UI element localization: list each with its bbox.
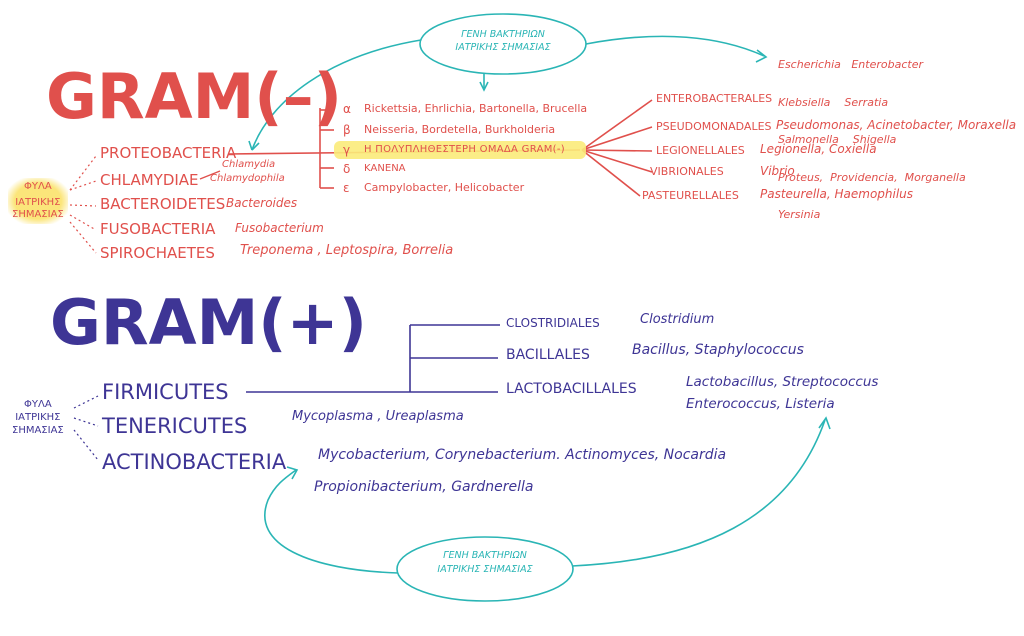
- order-fan: [581, 99, 653, 197]
- order-lactobacillales: LACTOBACILLALES: [506, 381, 637, 397]
- class-alpha-genera: Rickettsia, Ehrlichia, Bartonella, Bruce…: [364, 102, 588, 115]
- order-pseudomonadales: PSEUDOMONADALES: [656, 120, 772, 133]
- top-bubble-line-2: ΙΑΤΡΙΚΗΣ ΣΗΜΑΣΙΑΣ: [455, 42, 551, 53]
- class-delta-symbol: δ: [343, 162, 351, 176]
- phylum-fusobacteria: FUSOBACTERIA: [100, 220, 216, 238]
- order-legionellales: LEGIONELLALES: [656, 144, 745, 157]
- actinobacteria-genera-1: Mycobacterium, Corynebacterium. Actinomy…: [318, 447, 727, 463]
- class-beta-symbol: β: [343, 123, 351, 137]
- vibrionales-genera: Vibrio: [760, 164, 795, 178]
- class-delta-text: ΚΑΝΕΝΑ: [364, 163, 406, 174]
- order-pasteurellales: PASTEURELLALES: [642, 189, 739, 202]
- class-gamma-symbol: γ: [343, 143, 351, 157]
- top-bubble-text: ΓΕΝΗ ΒΑΚΤΗΡΙΩΝ ΙΑΤΡΙΚΗΣ ΣΗΜΑΣΙΑΣ: [440, 28, 566, 54]
- class-alpha-symbol: α: [343, 102, 351, 116]
- chlamydiae-genus-2: Chlamydophila: [210, 173, 285, 184]
- fusobacteria-genera: Fusobacterium: [235, 221, 324, 235]
- top-bubble-line-1: ΓΕΝΗ ΒΑΚΤΗΡΙΩΝ: [461, 29, 545, 40]
- phylum-proteobacteria: PROTEOBACTERIA: [100, 144, 237, 162]
- lactobacillales-genera-2: Enterococcus, Listeria: [686, 396, 835, 412]
- enterobacterales-genera-line-5: Yersinia: [778, 208, 821, 221]
- phyla-label-line-1: ΦΥΛΑ: [24, 181, 52, 192]
- spirochaetes-genera: Treponema , Leptospira, Borrelia: [240, 243, 454, 258]
- chlamydiae-genus-1: Chlamydia: [222, 159, 276, 170]
- clostridiales-genera: Clostridium: [640, 312, 715, 327]
- class-epsilon-symbol: ε: [343, 181, 350, 195]
- bottom-bubble-outline: [396, 536, 574, 602]
- tenericutes-genera: Mycoplasma , Ureaplasma: [292, 409, 464, 424]
- gram-positive-title: GRAM(+): [50, 286, 367, 359]
- phylum-spirochaetes: SPIROCHAETES: [100, 244, 215, 262]
- order-vibrionales: VIBRIONALES: [650, 165, 724, 178]
- gram-positive-phyla-label: ΦΥΛΑ ΙΑΤΡΙΚΗΣ ΣΗΜΑΣΙΑΣ: [12, 398, 64, 437]
- phylum-actinobacteria: ACTINOBACTERIA: [102, 450, 287, 474]
- phyla-label-line-2: ΙΑΤΡΙΚΗΣ: [15, 197, 61, 208]
- bottom-bubble-line-1: ΓΕΝΗ ΒΑΚΤΗΡΙΩΝ: [443, 550, 527, 561]
- order-enterobacterales: ENTEROBACTERALES: [656, 92, 773, 105]
- bottom-bubble-line-2: ΙΑΤΡΙΚΗΣ ΣΗΜΑΣΙΑΣ: [437, 564, 533, 575]
- lactobacillales-genera-1: Lactobacillus, Streptococcus: [686, 374, 879, 390]
- phyla-label-line-3: ΣΗΜΑΣΙΑΣ: [12, 209, 64, 220]
- legionellales-genera: Legionella, Coxiella: [760, 142, 877, 156]
- bacteroidetes-genera: Bacteroides: [226, 196, 298, 210]
- pasteurellales-genera: Pasteurella, Haemophilus: [760, 187, 914, 201]
- gram-negative-phyla-label: ΦΥΛΑ ΙΑΤΡΙΚΗΣ ΣΗΜΑΣΙΑΣ: [8, 178, 68, 224]
- phylum-firmicutes: FIRMICUTES: [102, 380, 229, 404]
- enterobacterales-genera-line-1: Escherichia Enterobacter: [778, 58, 923, 71]
- enterobacterales-genera-line-3: Salmonella Shigella: [778, 133, 897, 146]
- class-gamma-text: Η ΠΟΛΥΠΛΗΘΕΣΤΕΡΗ ΟΜΑΔΑ GRAM(-): [364, 144, 565, 155]
- class-beta-genera: Neisseria, Bordetella, Burkholderia: [364, 123, 556, 136]
- enterobacterales-genera-line-2: Klebsiella Serratia: [778, 95, 889, 109]
- bacillales-genera: Bacillus, Staphylococcus: [632, 342, 804, 358]
- order-clostridiales: CLOSTRIDIALES: [506, 316, 600, 330]
- phyla-label-line-1: ΦΥΛΑ: [24, 399, 52, 410]
- class-epsilon-genera: Campylobacter, Helicobacter: [364, 181, 525, 194]
- phyla-label-line-2: ΙΑΤΡΙΚΗΣ: [15, 412, 61, 423]
- bottom-bubble-text: ΓΕΝΗ ΒΑΚΤΗΡΙΩΝ ΙΑΤΡΙΚΗΣ ΣΗΜΑΣΙΑΣ: [420, 549, 550, 577]
- phyla-label-line-3: ΣΗΜΑΣΙΑΣ: [12, 425, 64, 436]
- actinobacteria-genera-2: Propionibacterium, Gardnerella: [314, 479, 534, 495]
- pseudomonadales-genera: Pseudomonas, Acinetobacter, Moraxella: [776, 118, 1017, 132]
- phylum-chlamydiae: CHLAMYDIAE: [100, 171, 199, 189]
- gram-negative-title: GRAM(–): [46, 60, 342, 133]
- enterobacterales-genera-line-4: Proteus, Providencia, Morganella: [778, 170, 966, 184]
- phylum-tenericutes: TENERICUTES: [102, 414, 248, 438]
- order-bacillales: BACILLALES: [506, 347, 590, 363]
- phylum-bacteroidetes: BACTEROIDETES: [100, 195, 226, 213]
- enterobacterales-genera: Escherichia Enterobacter Klebsiella Serr…: [778, 34, 966, 247]
